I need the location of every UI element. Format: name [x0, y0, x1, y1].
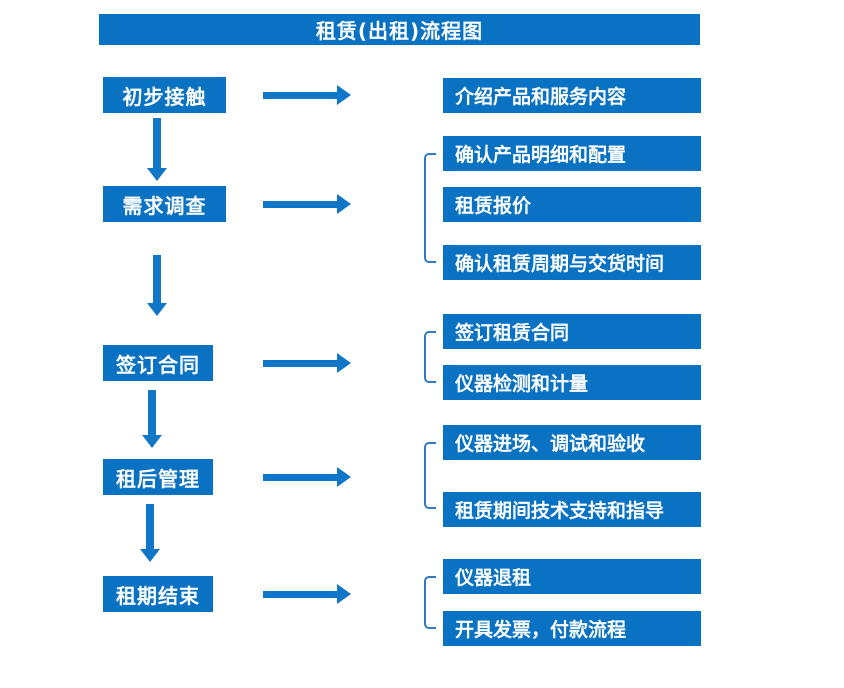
output-box-instrument-inspection: 仪器检测和计量 [443, 365, 701, 400]
output-box-rental-tech-support: 租赁期间技术支持和指导 [443, 492, 701, 527]
output-box-introduce-products: 介绍产品和服务内容 [443, 78, 701, 113]
output-box-instrument-return: 仪器退租 [443, 559, 701, 594]
arrow-shaft [263, 590, 337, 598]
arrow-down-icon [147, 255, 167, 316]
stage-box-lease-end: 租期结束 [103, 576, 213, 612]
stage-box-sign-contract: 签订合同 [103, 345, 213, 381]
arrow-shaft [263, 200, 337, 208]
stage-box-post-rental-management: 租后管理 [103, 459, 213, 495]
arrow-down-icon [142, 390, 162, 448]
arrow-head [147, 303, 167, 316]
group-bracket [424, 331, 436, 383]
arrow-shaft [148, 390, 156, 436]
arrow-shaft [153, 118, 161, 169]
group-bracket [424, 442, 436, 509]
stage-box-initial-contact: 初步接触 [103, 77, 226, 113]
arrow-right-icon [263, 467, 353, 487]
arrow-down-icon [147, 118, 167, 181]
arrow-shaft [263, 359, 337, 367]
arrow-head [337, 85, 351, 105]
arrow-head [337, 584, 351, 604]
arrow-right-icon [263, 353, 353, 373]
output-box-instrument-setup: 仪器进场、调试和验收 [443, 425, 701, 460]
arrow-right-icon [263, 194, 353, 214]
stage-box-demand-survey: 需求调查 [103, 186, 226, 222]
arrow-head [142, 435, 162, 448]
arrow-down-icon [140, 504, 160, 562]
arrow-head [337, 353, 351, 373]
group-bracket [424, 576, 436, 629]
group-bracket [424, 153, 436, 263]
output-box-confirm-product-details: 确认产品明细和配置 [443, 136, 701, 171]
arrow-head [147, 168, 167, 181]
arrow-shaft [263, 473, 337, 481]
arrow-head [337, 194, 351, 214]
arrow-head [337, 467, 351, 487]
arrow-right-icon [263, 584, 353, 604]
output-box-confirm-rental-period: 确认租赁周期与交货时间 [443, 245, 701, 280]
output-box-rental-quote: 租赁报价 [443, 187, 701, 222]
flowchart-title: 租赁(出租)流程图 [99, 14, 700, 45]
arrow-shaft [146, 504, 154, 550]
arrow-head [140, 549, 160, 562]
arrow-right-icon [263, 85, 353, 105]
arrow-shaft [263, 91, 337, 99]
arrow-shaft [153, 255, 161, 304]
output-box-sign-rental-contract: 签订租赁合同 [443, 314, 701, 349]
output-box-invoice-payment: 开具发票，付款流程 [443, 611, 701, 646]
